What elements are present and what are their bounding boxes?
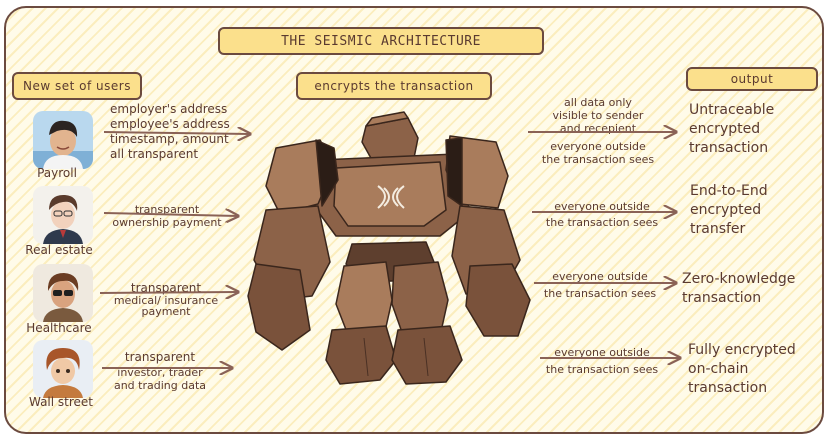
wall-street-avatar-icon [33,340,93,398]
note-line: everyone outside [554,346,650,359]
output-line: encrypted [689,121,761,137]
note-line: employee's address [110,117,230,131]
output-line: transaction [682,290,762,306]
output-fully-encrypted: Fully encrypted on-chain transaction [688,341,796,398]
payroll-notes: employer's address employee's address ti… [110,102,230,162]
flow-notes-1: all data only visible to sender and rece… [518,96,678,166]
output-line: Zero-knowledge [682,271,796,287]
real-estate-avatar-icon [33,186,93,244]
arrow-payroll [103,132,250,134]
flow-notes-4: everyone outside the transaction sees [522,346,682,376]
note-line: the transaction sees [543,287,657,300]
note-line: visible to sender [552,109,644,122]
note-line: timestamp, amount [110,132,229,146]
output-line: encrypted [690,202,762,218]
output-arrows [528,132,680,358]
arrow-healthcare [99,292,238,293]
note-line: medical/ insurance [113,294,219,307]
note-line: payment [141,305,191,318]
note-line: investor, trader [117,366,203,379]
note-line: employer's address [110,102,228,116]
payroll-avatar-icon [33,111,93,169]
healthcare-avatar-icon [33,264,93,322]
golem-robot-icon [247,111,531,385]
output-line: transfer [690,221,746,237]
note-line: everyone outside [550,140,646,153]
output-line: on-chain [688,361,749,377]
output-line: Fully encrypted [688,342,796,358]
input-arrows [99,132,250,368]
user-label-wall-street: Wall street [28,395,94,409]
note-line: the transaction sees [545,363,659,376]
encrypt-header-label: encrypts the transaction [314,79,474,93]
user-label-payroll: Payroll [37,166,77,180]
page-title: THE SEISMIC ARCHITECTURE [281,33,481,49]
real-estate-notes: transparent ownership payment [102,203,232,229]
note-line: transparent [134,203,200,216]
user-label-real-estate: Real estate [25,243,93,257]
note-line: the transaction sees [545,216,659,229]
wall-street-notes: transparent investor, trader and trading… [100,349,220,392]
flow-notes-3: everyone outside the transaction sees [520,270,680,300]
arrow-real-estate [103,213,238,216]
output-untraceable: Untraceable encrypted transaction [689,101,774,158]
users-header-label: New set of users [23,79,131,93]
output-header: output [686,67,818,91]
flow-notes-2: everyone outside the transaction sees [522,200,682,229]
note-line: everyone outside [552,270,648,283]
note-line: everyone outside [554,200,650,213]
title-tag: THE SEISMIC ARCHITECTURE [218,27,544,55]
output-header-label: output [730,72,774,86]
note-line: ownership payment [112,216,222,229]
note-line: all transparent [110,147,199,161]
output-line: End-to-End [690,183,768,199]
note-line: the transaction sees [541,153,655,166]
user-label-healthcare: Healthcare [26,321,92,335]
encrypt-header: encrypts the transaction [296,72,492,100]
output-line: Untraceable [689,102,775,118]
output-end-to-end: End-to-End encrypted transfer [690,182,768,239]
note-line: all data only [564,96,632,109]
note-line: transparent [124,350,196,364]
users-header: New set of users [12,72,142,100]
output-zero-knowledge: Zero-knowledge transaction [682,270,795,308]
output-line: transaction [688,380,768,396]
output-line: transaction [689,140,769,156]
note-line: and trading data [113,379,207,392]
